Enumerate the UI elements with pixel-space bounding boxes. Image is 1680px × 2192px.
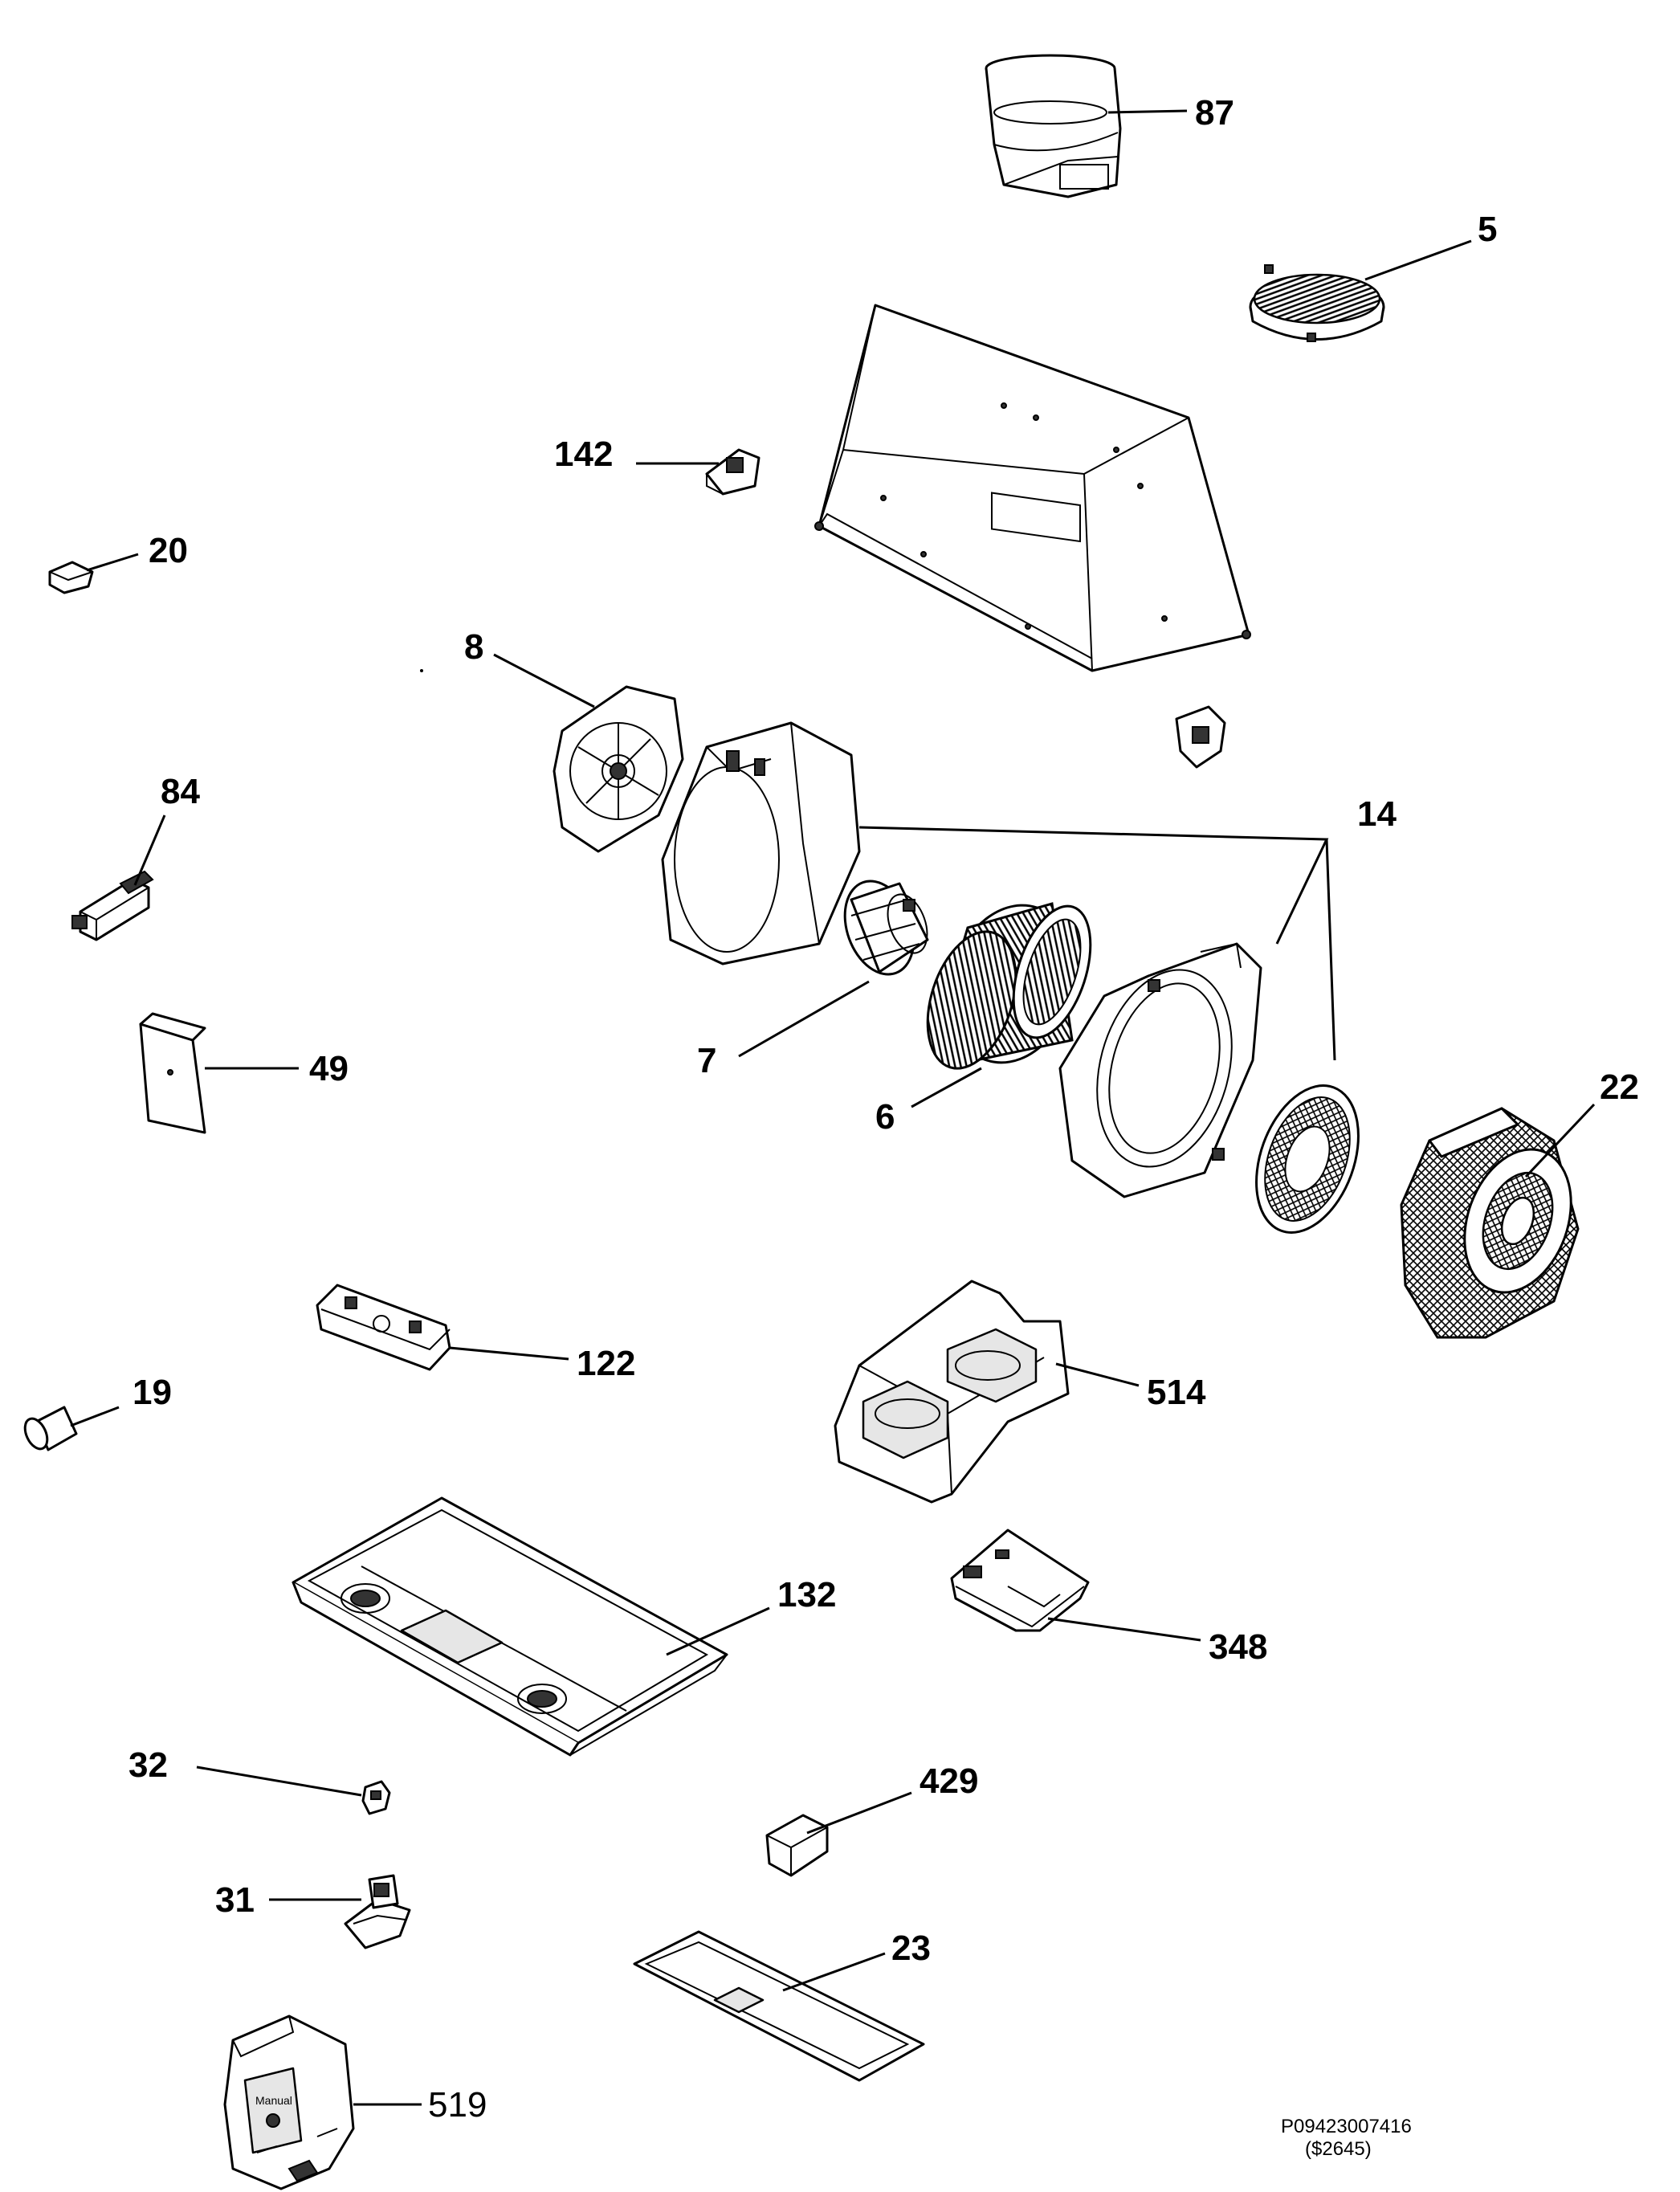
drawing-price: ($2645) — [1305, 2138, 1372, 2160]
label-5: 5 — [1478, 210, 1497, 249]
label-19: 19 — [133, 1373, 172, 1412]
part-22-charcoal-filter — [1400, 1107, 1580, 1339]
stray-dot — [420, 669, 423, 672]
part-429-module — [765, 1814, 829, 1877]
part-87-duct-connector — [985, 54, 1122, 198]
leader-84 — [133, 814, 166, 886]
part-84-switch — [71, 870, 154, 941]
label-7: 7 — [697, 1041, 716, 1080]
leader-20 — [86, 553, 139, 572]
leader-122 — [449, 1346, 569, 1361]
label-22: 22 — [1600, 1067, 1639, 1107]
leader-14-a — [858, 826, 1329, 945]
leader-8 — [493, 653, 595, 708]
part-348-control-bracket — [950, 1529, 1090, 1632]
label-348: 348 — [1209, 1627, 1267, 1667]
part-32-lamp — [361, 1780, 391, 1815]
label-32: 32 — [128, 1745, 168, 1785]
part-142-bracket — [705, 448, 760, 496]
leader-5 — [1364, 239, 1472, 281]
part-19-capacitor — [23, 1406, 78, 1451]
bag-manual-label: Manual — [255, 2094, 292, 2107]
label-20: 20 — [149, 531, 188, 570]
leader-14-b — [1325, 839, 1336, 1061]
part-49-control-board — [139, 1012, 206, 1134]
label-142: 142 — [554, 435, 613, 474]
leader-132 — [666, 1606, 770, 1656]
label-514: 514 — [1147, 1373, 1206, 1412]
leader-87 — [1107, 109, 1188, 114]
part-6-blower-wheel — [926, 902, 1092, 1070]
part-519-manual-bag: Manual — [223, 2014, 355, 2190]
leader-429 — [806, 1791, 912, 1835]
label-519: 519 — [428, 2085, 487, 2125]
part-514-blower-base — [834, 1280, 1070, 1504]
leader-6 — [911, 1067, 982, 1108]
part-31-lamp-socket — [344, 1874, 411, 1949]
label-6: 6 — [875, 1097, 895, 1137]
leader-32 — [196, 1765, 362, 1797]
leader-7 — [738, 980, 870, 1058]
label-49: 49 — [309, 1049, 349, 1088]
part-5-round-grill — [1249, 264, 1385, 342]
leader-22 — [1524, 1103, 1596, 1178]
leader-23 — [782, 1952, 886, 1992]
part-8-back-plate — [553, 685, 684, 853]
part-14-fan-housing — [661, 721, 861, 965]
part-7-motor — [843, 880, 929, 976]
label-84: 84 — [161, 772, 200, 811]
label-14: 14 — [1357, 794, 1397, 834]
bracket-unlabeled — [1175, 705, 1226, 769]
label-429: 429 — [920, 1761, 978, 1801]
hood-housing — [814, 304, 1251, 672]
label-122: 122 — [577, 1344, 635, 1383]
leader-514 — [1055, 1362, 1140, 1387]
leader-19 — [70, 1406, 120, 1427]
label-87: 87 — [1195, 93, 1234, 133]
part-14-fan-housing-front — [1058, 942, 1262, 1198]
label-8: 8 — [464, 627, 483, 667]
label-31: 31 — [215, 1880, 255, 1920]
label-23: 23 — [891, 1929, 931, 1968]
drawing-code: P09423007416 — [1281, 2116, 1412, 2137]
part-23-grease-filter — [633, 1930, 925, 2082]
part-122-light-holder — [316, 1284, 451, 1371]
label-132: 132 — [777, 1575, 836, 1614]
leader-348 — [1047, 1617, 1201, 1642]
part-20-clip — [48, 561, 94, 594]
part-132-bottom-panel — [292, 1496, 728, 1757]
part-14-round-guard — [1255, 1084, 1360, 1234]
